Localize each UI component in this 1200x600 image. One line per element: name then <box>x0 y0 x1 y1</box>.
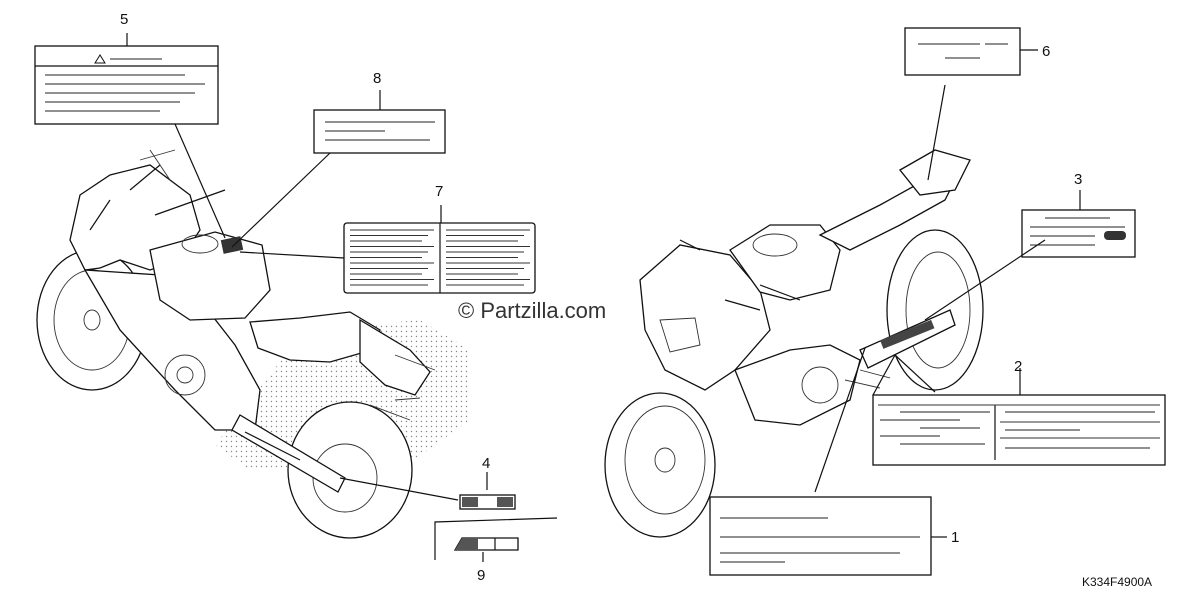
label-5-warning-label[interactable] <box>34 45 219 125</box>
label-8-part[interactable] <box>313 109 446 154</box>
right-motorcycle-illustration <box>604 149 984 538</box>
label-3-part[interactable] <box>1021 209 1136 258</box>
label-1-part[interactable] <box>709 496 932 576</box>
left-motorcycle-illustration <box>36 149 470 539</box>
label-4-part[interactable] <box>459 494 516 510</box>
callout-1: 1 <box>951 529 959 546</box>
callout-4: 4 <box>482 455 490 472</box>
label-2-part[interactable] <box>872 394 1166 466</box>
callout-2: 2 <box>1014 358 1022 375</box>
leader-lines <box>126 33 1081 562</box>
callout-9: 9 <box>477 567 485 584</box>
label-9-part[interactable] <box>434 517 558 560</box>
label-6-part[interactable] <box>904 27 1021 76</box>
callout-5: 5 <box>120 11 128 28</box>
diagram-code: K334F4900A <box>1082 575 1152 589</box>
callout-7: 7 <box>435 183 443 200</box>
callout-3: 3 <box>1074 171 1082 188</box>
partzilla-watermark: © Partzilla.com <box>458 298 606 323</box>
callout-6: 6 <box>1042 43 1050 60</box>
label-7-part[interactable] <box>343 222 536 294</box>
callout-8: 8 <box>373 70 381 87</box>
